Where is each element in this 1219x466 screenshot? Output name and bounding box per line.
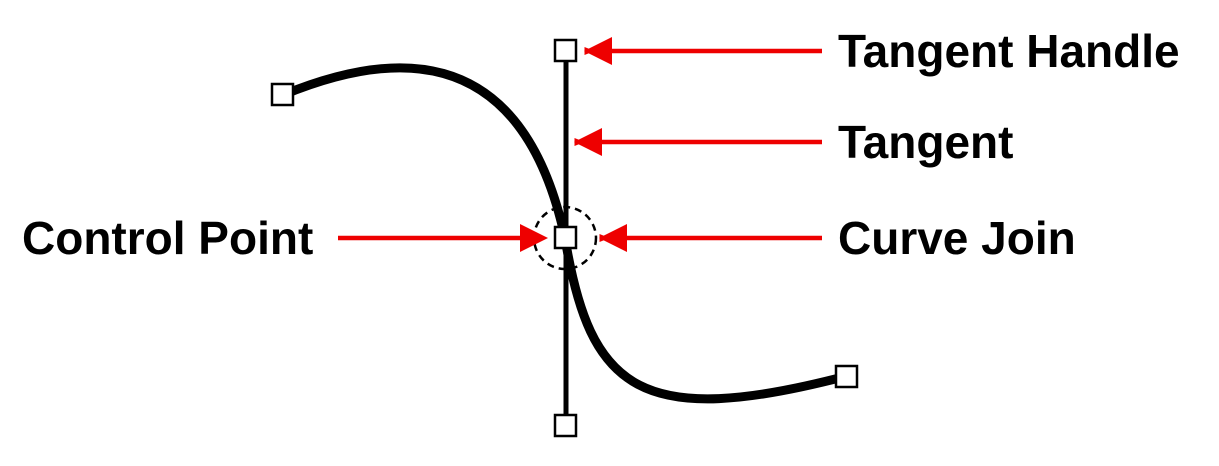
start-anchor-square-handle-icon[interactable] xyxy=(270,82,295,107)
control-point-square-handle-icon[interactable] xyxy=(553,225,578,250)
curve-join-arrowhead xyxy=(599,224,627,252)
tangent-handle-top-square-handle-icon[interactable] xyxy=(553,38,578,63)
tangent-handle-arrowhead xyxy=(584,37,612,65)
bezier-curve-upper xyxy=(278,63,570,243)
control-point-label: Control Point xyxy=(22,212,313,264)
control-point-arrowhead xyxy=(520,224,548,252)
tangent-handle-bottom-square-handle-icon[interactable] xyxy=(553,413,578,438)
end-anchor-square-handle-icon[interactable] xyxy=(834,364,859,389)
tangent-handle-label: Tangent Handle xyxy=(838,25,1180,77)
tangent-arrowhead xyxy=(574,128,602,156)
tangent-label: Tangent xyxy=(838,116,1013,168)
bezier-curve-lower xyxy=(560,233,852,404)
curve-join-label: Curve Join xyxy=(838,212,1076,264)
